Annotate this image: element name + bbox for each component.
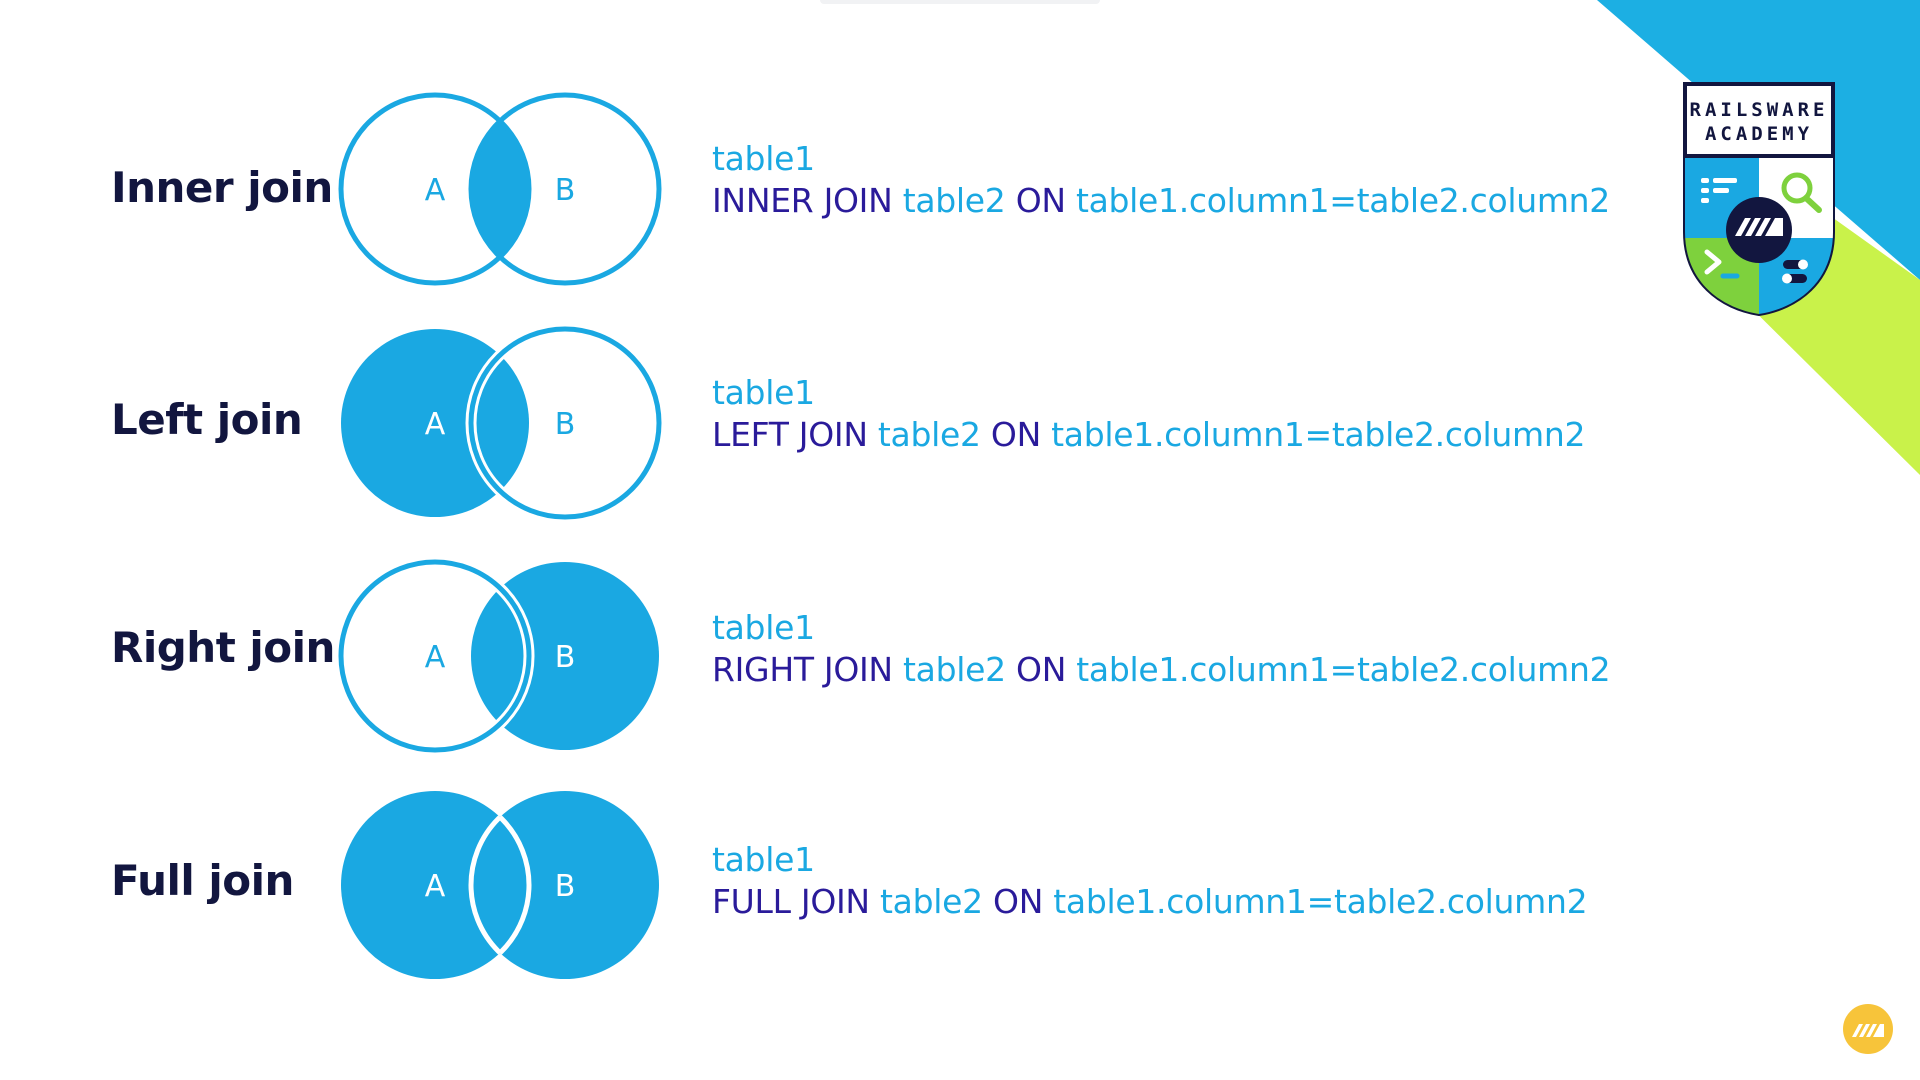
- venn-letter-a: A: [425, 173, 446, 208]
- join-label-right: Right join: [111, 623, 335, 672]
- sql-on-keyword: ON: [990, 415, 1041, 454]
- sql-condition: table1.column1=table2.column2: [1051, 415, 1586, 454]
- sql-join-table: table2: [877, 415, 981, 454]
- badge-text-line1: RAILSWARE: [1690, 99, 1829, 121]
- sql-on-keyword: ON: [993, 882, 1044, 921]
- venn-diagram-left: A B: [341, 323, 665, 523]
- sql-from-table: table1: [712, 608, 815, 647]
- sql-condition: table1.column1=table2.column2: [1076, 650, 1611, 689]
- venn-circle-a: [338, 92, 532, 286]
- venn-letter-a: A: [425, 869, 446, 904]
- sql-on-keyword: ON: [1015, 181, 1066, 220]
- sql-snippet-left: table1 LEFT JOIN table2 ON table1.column…: [712, 372, 1586, 456]
- sql-snippet-right: table1 RIGHT JOIN table2 ON table1.colum…: [712, 607, 1611, 691]
- venn-letter-b: B: [555, 640, 576, 675]
- sql-from-table: table1: [712, 139, 815, 178]
- sql-join-table: table2: [880, 882, 983, 921]
- sql-from-table: table1: [712, 373, 815, 412]
- badge-text-line2: ACADEMY: [1705, 123, 1813, 145]
- sql-join-keyword: INNER JOIN: [712, 181, 893, 220]
- sql-join-table: table2: [902, 181, 1006, 220]
- railsware-academy-shield-icon: RAILSWARE ACADEMY: [1683, 82, 1835, 317]
- join-label-inner: Inner join: [111, 163, 333, 212]
- venn-letter-b: B: [555, 173, 576, 208]
- railsware-mark-icon: [1852, 1024, 1884, 1037]
- railsware-logo-icon: [1843, 1004, 1893, 1054]
- venn-diagram-right: A B: [335, 556, 659, 756]
- top-edge-tab: [820, 0, 1100, 4]
- sql-condition: table1.column1=table2.column2: [1075, 181, 1610, 220]
- sql-join-keyword: RIGHT JOIN: [712, 650, 893, 689]
- venn-inner-arc-a: [471, 791, 532, 979]
- join-label-left: Left join: [111, 395, 303, 444]
- sql-snippet-full: table1 FULL JOIN table2 ON table1.column…: [712, 839, 1588, 923]
- sql-join-keyword: FULL JOIN: [712, 882, 870, 921]
- sql-join-keyword: LEFT JOIN: [712, 415, 868, 454]
- venn-circle-a: [338, 559, 532, 753]
- join-label-full: Full join: [111, 856, 294, 905]
- sql-condition: table1.column1=table2.column2: [1053, 882, 1588, 921]
- venn-circle-b: [468, 326, 662, 520]
- venn-letter-b: B: [555, 869, 576, 904]
- venn-letter-a: A: [425, 407, 446, 442]
- sql-join-table: table2: [903, 650, 1006, 689]
- sql-snippet-inner: table1 INNER JOIN table2 ON table1.colum…: [712, 138, 1610, 222]
- venn-diagram-inner: A B: [338, 92, 662, 286]
- venn-letter-a: A: [425, 640, 446, 675]
- venn-inner-arc-b: [468, 791, 529, 979]
- venn-circle-b: [468, 92, 662, 286]
- venn-diagram-full: A B: [341, 791, 659, 979]
- sql-from-table: table1: [712, 840, 815, 879]
- venn-letter-b: B: [555, 407, 576, 442]
- sql-on-keyword: ON: [1016, 650, 1067, 689]
